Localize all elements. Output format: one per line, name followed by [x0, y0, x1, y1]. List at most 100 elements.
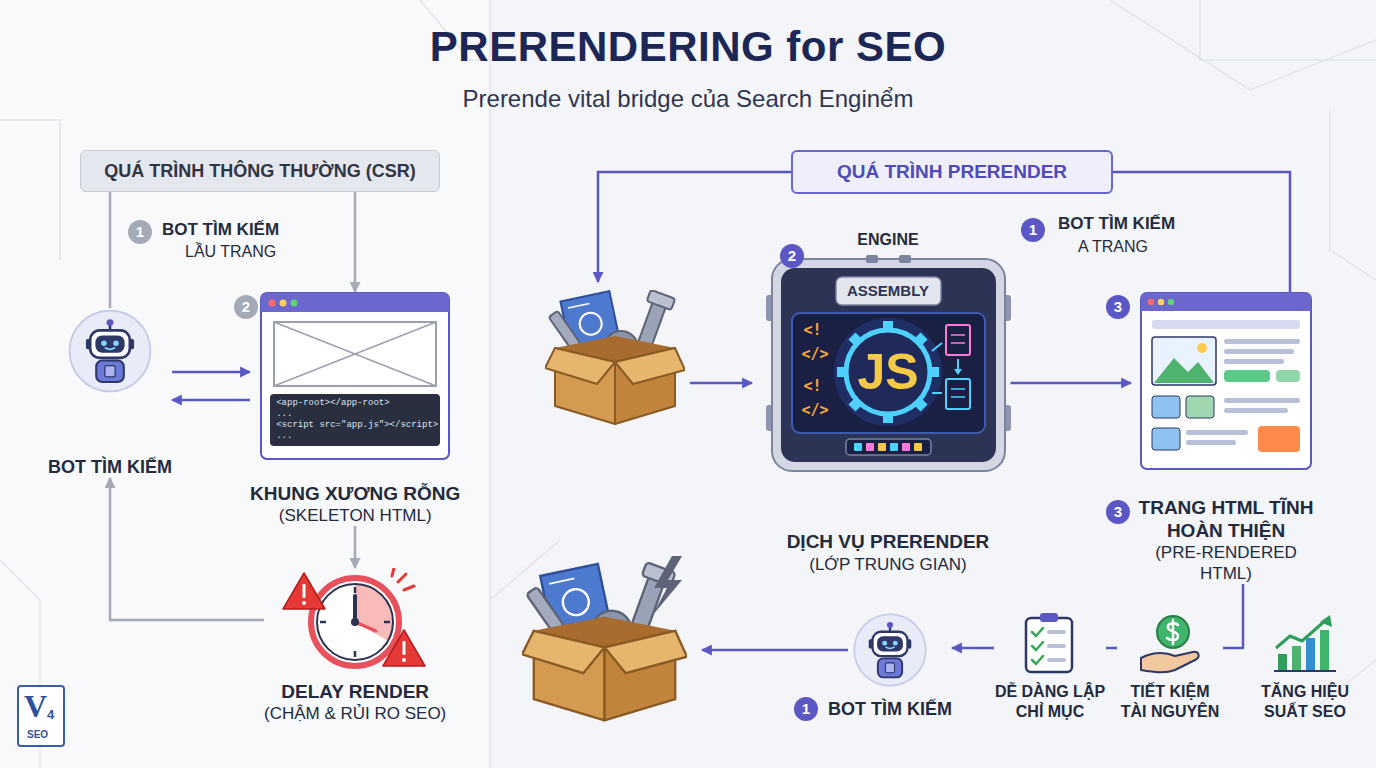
- robot-icon-part: [101, 341, 107, 347]
- code-line: ...: [276, 409, 434, 420]
- connector: [354, 526, 357, 568]
- clock-icon-part: [402, 658, 406, 662]
- chart-icon-part: [1306, 638, 1315, 670]
- chart-icon-part: [1276, 620, 1326, 648]
- benefit-node: TIẾT KIỆM TÀI NGUYÊN: [1117, 612, 1223, 722]
- connector: [952, 647, 994, 650]
- browser-frame-part: [1224, 339, 1300, 344]
- diagram-title: PRERENDERING for SEO: [430, 22, 946, 72]
- engine-label: </>: [802, 400, 829, 420]
- background-art-part: [702, 649, 848, 652]
- engine-label: ASSEMBLY: [847, 280, 929, 302]
- engine-body-part: [932, 343, 942, 351]
- browser-frame-part: [291, 300, 298, 307]
- clock-icon-part: [311, 578, 399, 666]
- clock-icon-part: [302, 601, 306, 605]
- money-icon: [1135, 612, 1205, 674]
- node-label: BOT TÌM KIẾM: [828, 698, 952, 720]
- clock-icon-part: [383, 630, 425, 666]
- browser-frame-part: [1197, 343, 1207, 353]
- code-line: ...: [276, 431, 434, 442]
- clock-icon-part: [392, 568, 414, 590]
- browser-frame-part: [1224, 370, 1270, 382]
- benefit-node: TĂNG HIỆU SUẤT SEO: [1252, 612, 1358, 722]
- browser-frame-part: [1148, 299, 1154, 305]
- robot-icon-part: [105, 366, 115, 377]
- money-icon-part: [1141, 652, 1199, 672]
- node-label: DỄ DÀNG LẬP CHỈ MỤC: [994, 682, 1106, 722]
- browser-window: <app-root></app-root>...<script src="app…: [250, 292, 460, 526]
- callout-number: 2: [780, 244, 804, 268]
- engine-body-part: [781, 268, 996, 462]
- engine-body-part: [834, 318, 942, 426]
- browser-frame-part: [1168, 299, 1174, 305]
- engine-label: <!: [804, 320, 822, 340]
- robot-icon-part: [885, 663, 894, 673]
- engine-body-part: [846, 439, 931, 455]
- callout-number: 1: [128, 220, 152, 244]
- browser-frame-part: [1141, 293, 1311, 311]
- connector: [1106, 647, 1117, 650]
- browser-frame-part: [274, 322, 436, 386]
- clock-icon-part: [355, 584, 393, 641]
- browser-frame-part: [1158, 299, 1164, 305]
- clock-icon-part: [392, 568, 394, 576]
- clock-icon-part: [384, 621, 390, 624]
- browser-frame-part: [269, 300, 276, 307]
- engine-label: ENGINE: [857, 230, 918, 250]
- engine-body-part: [914, 443, 922, 451]
- browser-window: TRANG HTML TĨNH HOÀN THIỆN(PRE-RENDERED …: [1131, 292, 1321, 584]
- background-art-part: [545, 290, 685, 424]
- robot-icon-part: [105, 348, 115, 350]
- engine-label: <!: [804, 376, 822, 396]
- connector: [172, 371, 250, 374]
- engine-body-part: [772, 259, 1005, 471]
- clock-icon-part: [320, 621, 326, 624]
- node-caption: KHUNG XƯƠNG RỖNG: [250, 482, 460, 505]
- callout-number: 1: [1021, 218, 1045, 242]
- process-band: QUÁ TRÌNH PRERENDER: [791, 150, 1113, 194]
- background-art-part: [1200, 0, 1376, 60]
- engine-label: (LỚP TRUNG GIAN): [809, 554, 967, 575]
- browser-frame-part: [1258, 426, 1300, 452]
- robot-icon: [852, 612, 928, 688]
- robot-icon-part: [854, 614, 925, 685]
- connector: [1223, 584, 1243, 648]
- chart-icon-part: [1320, 630, 1329, 670]
- engine-body-part: [836, 277, 941, 305]
- engine-body-part: [951, 334, 965, 336]
- browser-frame-part: [1224, 349, 1294, 354]
- background-art-part: [0, 120, 60, 260]
- engine-body-part: [951, 342, 965, 344]
- engine-body-part: [951, 388, 965, 390]
- chart-icon: [1270, 612, 1340, 674]
- callout-number: 2: [234, 295, 258, 319]
- robot-icon-part: [887, 622, 893, 628]
- browser-slot: [1140, 292, 1312, 470]
- watermark: V: [24, 689, 47, 723]
- engine-label: DỊCH VỤ PRERENDER: [787, 530, 990, 553]
- node-caption: TRANG HTML TĨNH HOÀN THIỆN: [1131, 496, 1321, 542]
- browser-frame: [1140, 292, 1312, 470]
- engine-body-part: [899, 255, 911, 263]
- browser-frame-part: [1186, 396, 1214, 418]
- browser-frame-part: [274, 322, 436, 386]
- subtitle: Prerende vital bridge của Search Enginểm: [463, 84, 914, 114]
- engine-body-part: [846, 330, 930, 414]
- engine-body-part: [792, 313, 985, 433]
- robot-icon-part: [885, 647, 894, 649]
- clock-icon-part: [351, 618, 359, 626]
- checklist-icon-part: [1026, 618, 1072, 672]
- browser-frame-part: [1224, 408, 1288, 413]
- chart-icon-part: [1274, 670, 1336, 672]
- background-art-part: [652, 556, 682, 616]
- browser-frame-part: [274, 322, 436, 386]
- engine-body-part: [878, 443, 886, 451]
- background-art-part: [690, 382, 752, 385]
- checklist-icon-part: [1047, 630, 1066, 634]
- checklist-icon-part: [1047, 658, 1066, 662]
- browser-frame-part: [261, 293, 449, 312]
- connector: [1011, 382, 1132, 385]
